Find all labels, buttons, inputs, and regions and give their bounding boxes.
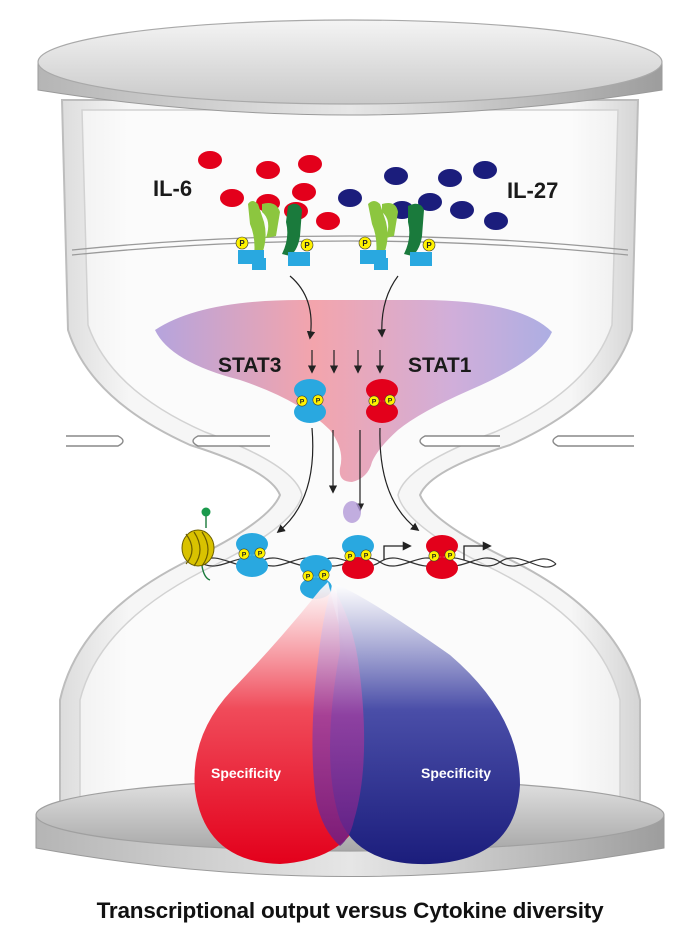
phospho-mark [345, 551, 355, 561]
phospho-mark [239, 549, 249, 559]
il6-molecule [256, 161, 280, 179]
specificity-left-label: Specificity [211, 765, 281, 781]
il27-molecule [438, 169, 462, 187]
il6-molecule [198, 151, 222, 169]
stat3-label: STAT3 [218, 354, 281, 377]
stat1-label: STAT1 [408, 354, 472, 377]
phospho-mark [301, 239, 313, 251]
figure-caption: Transcriptional output versus Cytokine d… [0, 898, 700, 924]
phospho-mark [359, 237, 371, 249]
specificity-right-label: Specificity [421, 765, 491, 781]
stat3-stat1-heterodimer [342, 535, 374, 579]
phospho-mark [369, 396, 379, 406]
il6-molecule [220, 189, 244, 207]
phospho-mark [313, 395, 323, 405]
il27-molecule [484, 212, 508, 230]
il6-molecule [292, 183, 316, 201]
jak-kinase [410, 252, 432, 266]
heterodimer-droplet [343, 501, 361, 523]
top-cap [38, 20, 662, 115]
phospho-mark [361, 550, 371, 560]
phospho-mark [423, 239, 435, 251]
phospho-mark [297, 396, 307, 406]
phospho-mark [255, 548, 265, 558]
il6-label: IL-6 [153, 176, 192, 201]
stat1-dimer [366, 379, 398, 423]
il27-molecule [384, 167, 408, 185]
phospho-mark [429, 551, 439, 561]
phospho-mark [319, 570, 329, 580]
il6-molecule [298, 155, 322, 173]
il27-molecule [473, 161, 497, 179]
stat3-dimer [294, 379, 326, 423]
jak-kinase [288, 252, 310, 266]
stat1-dimer-dna [426, 535, 458, 579]
stat3-dimer-dna-1 [236, 533, 268, 577]
il27-molecule [338, 189, 362, 207]
phospho-mark [236, 237, 248, 249]
il27-label: IL-27 [507, 178, 558, 203]
phospho-mark [303, 571, 313, 581]
phospho-mark [385, 395, 395, 405]
il6-molecule [316, 212, 340, 230]
phospho-mark [445, 550, 455, 560]
il27-molecule [450, 201, 474, 219]
